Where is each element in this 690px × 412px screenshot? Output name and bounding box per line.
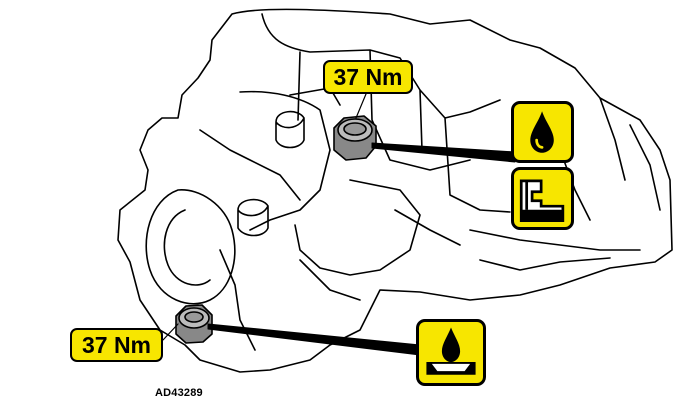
upper-torque-callout: 37 Nm: [323, 60, 413, 94]
upper-torque-leader: [355, 93, 367, 119]
fluid-drain-tray-icon: [416, 319, 486, 386]
lower-torque-callout: 37 Nm: [70, 328, 163, 362]
bore-inner: [163, 209, 211, 286]
lower-torque-leader: [162, 323, 179, 341]
lower-plug-bolt: [175, 304, 213, 344]
lower-leader-line: [207, 323, 421, 356]
bore-opening: [145, 189, 236, 305]
figure-reference-code: AD43289: [155, 387, 203, 399]
upper-plug-bolt: [333, 115, 377, 161]
casing-outline: [117, 8, 673, 373]
lower-torque-value: 37 Nm: [81, 331, 152, 358]
boss-upper: [275, 110, 305, 149]
transmission-housing-icon: [511, 167, 574, 230]
oil-drop-icon: [511, 101, 574, 163]
upper-torque-value: 37 Nm: [333, 63, 403, 90]
upper-leader-line: [371, 142, 516, 163]
boss-middle: [237, 198, 269, 237]
casing-ribs: [199, 13, 661, 351]
